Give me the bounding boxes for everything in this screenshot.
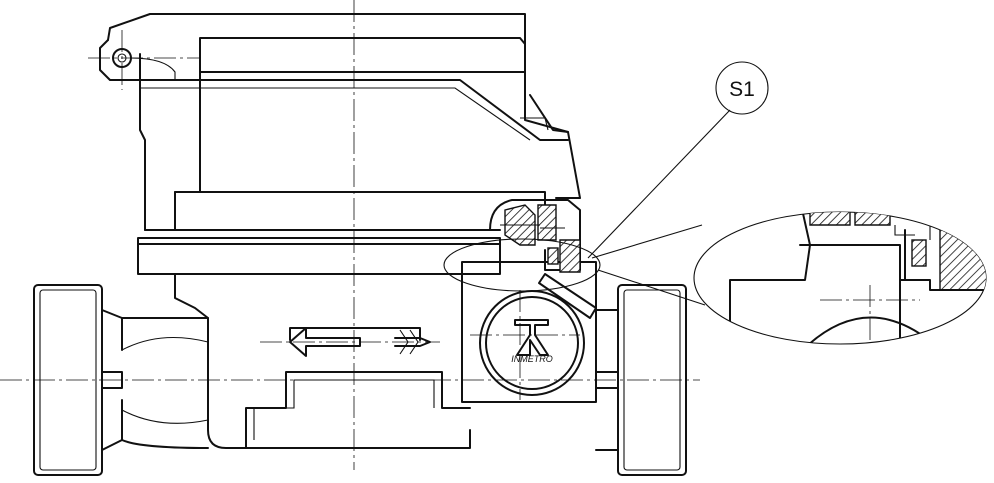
register-ring <box>137 237 501 275</box>
magnified-detail-view <box>693 211 987 345</box>
meter-body <box>121 273 471 449</box>
inmetro-seal-text: INMETRO <box>511 354 553 364</box>
right-end-flange <box>595 284 687 476</box>
seal-detail-assembly <box>489 199 581 273</box>
flow-arrow-icon <box>289 327 431 357</box>
callout-s1: S1 <box>587 61 769 259</box>
left-end-flange <box>33 284 123 476</box>
register-cover <box>107 13 581 231</box>
hinge-lug <box>88 30 200 90</box>
seal-housing: INMETRO <box>461 261 597 403</box>
callout-s1-label: S1 <box>729 78 755 101</box>
detail-area-ellipse <box>443 224 706 306</box>
